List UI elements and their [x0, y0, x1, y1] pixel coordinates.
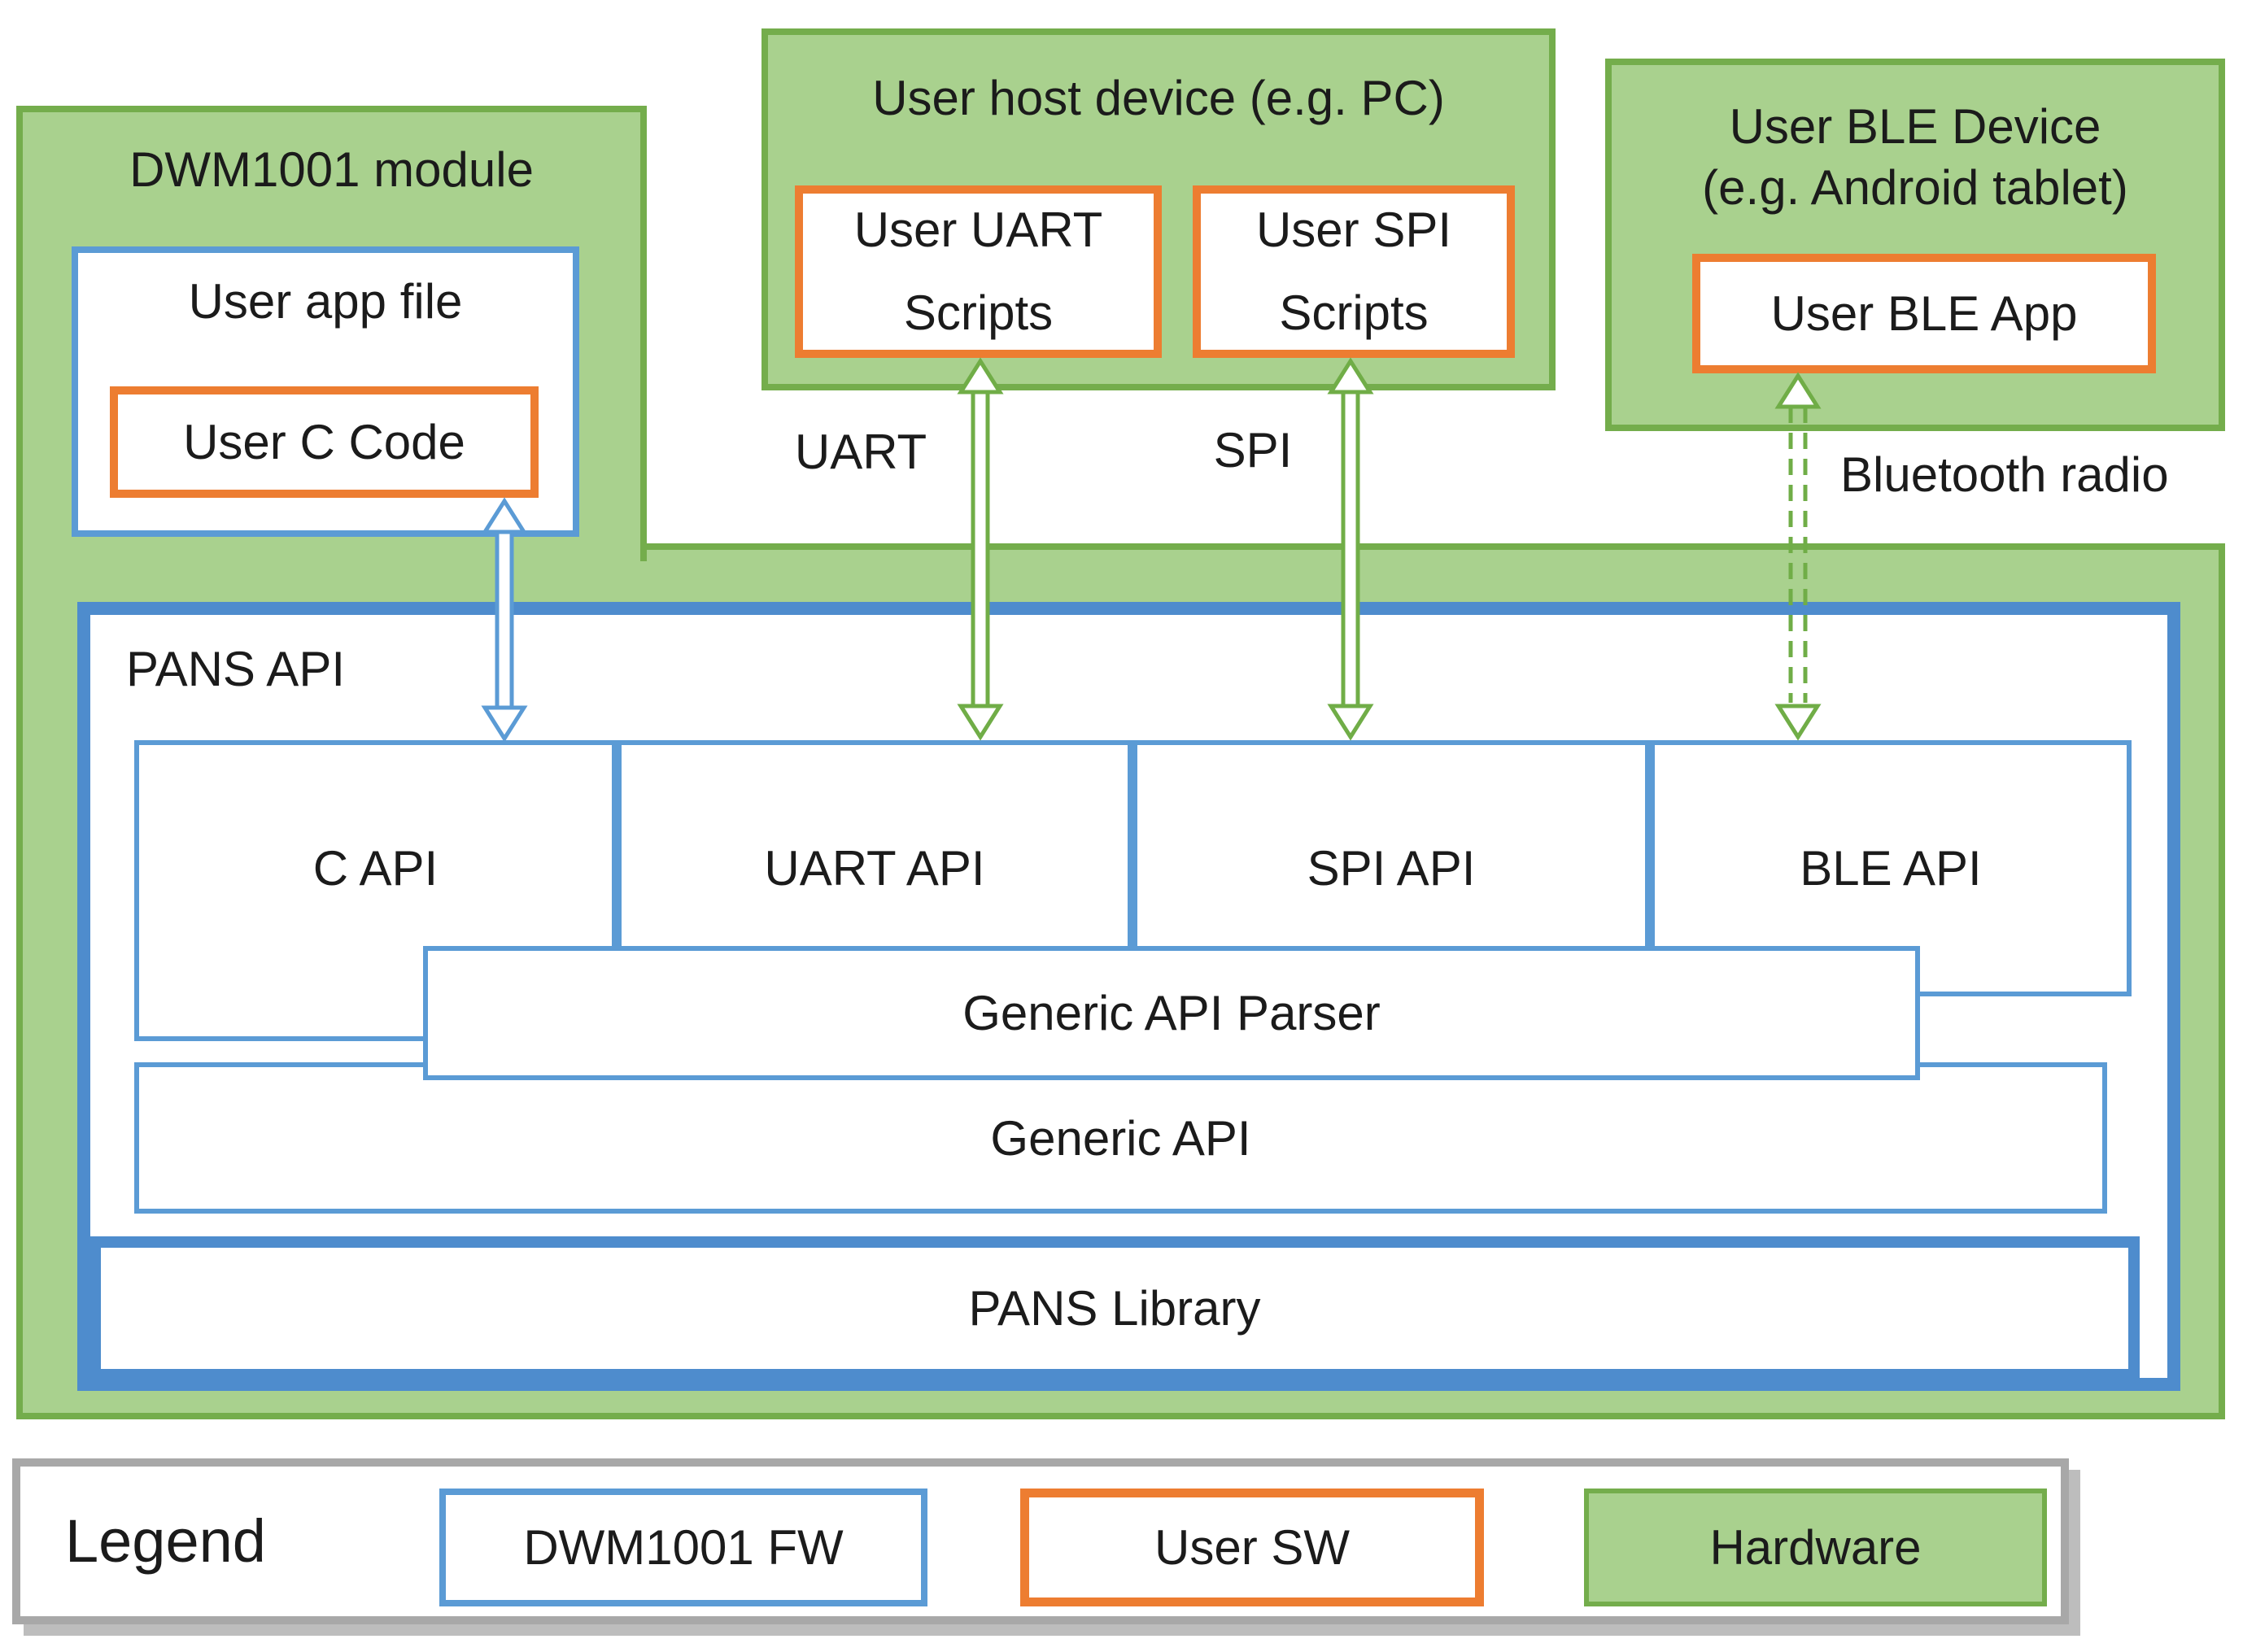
legend-dwm1001-fw-swatch: DWM1001 FW — [439, 1489, 927, 1606]
spi-link-label: SPI — [1213, 422, 1293, 477]
user-ble-device-title-line2: (e.g. Android tablet) — [1702, 160, 2128, 215]
legend-user-sw-swatch: User SW — [1020, 1489, 1484, 1606]
dwm1001-module-title: DWM1001 module — [129, 142, 534, 197]
user-c-code-box: User C Code — [110, 386, 539, 498]
bluetooth-radio-link-label: Bluetooth radio — [1840, 447, 2169, 502]
user-app-file-label: User app file — [188, 273, 463, 329]
user-spi-scripts-box: User SPI Scripts — [1193, 185, 1515, 358]
generic-api-parser-box: Generic API Parser — [423, 946, 1920, 1080]
legend-title: Legend — [65, 1506, 266, 1575]
user-ble-device-title: User BLE Device (e.g. Android tablet) — [1605, 88, 2225, 226]
legend-hardware-swatch: Hardware — [1584, 1489, 2047, 1606]
pans-library-box: PANS Library — [89, 1236, 2140, 1380]
user-host-device-title: User host device (e.g. PC) — [872, 70, 1445, 125]
uart-link-label: UART — [794, 424, 927, 479]
generic-api-box: Generic API — [134, 1062, 2107, 1214]
user-ble-app-box: User BLE App — [1692, 254, 2156, 373]
user-uart-scripts-box: User UART Scripts — [795, 185, 1162, 358]
pans-api-label: PANS API — [126, 642, 346, 696]
user-ble-device-title-line1: User BLE Device — [1729, 99, 2101, 154]
